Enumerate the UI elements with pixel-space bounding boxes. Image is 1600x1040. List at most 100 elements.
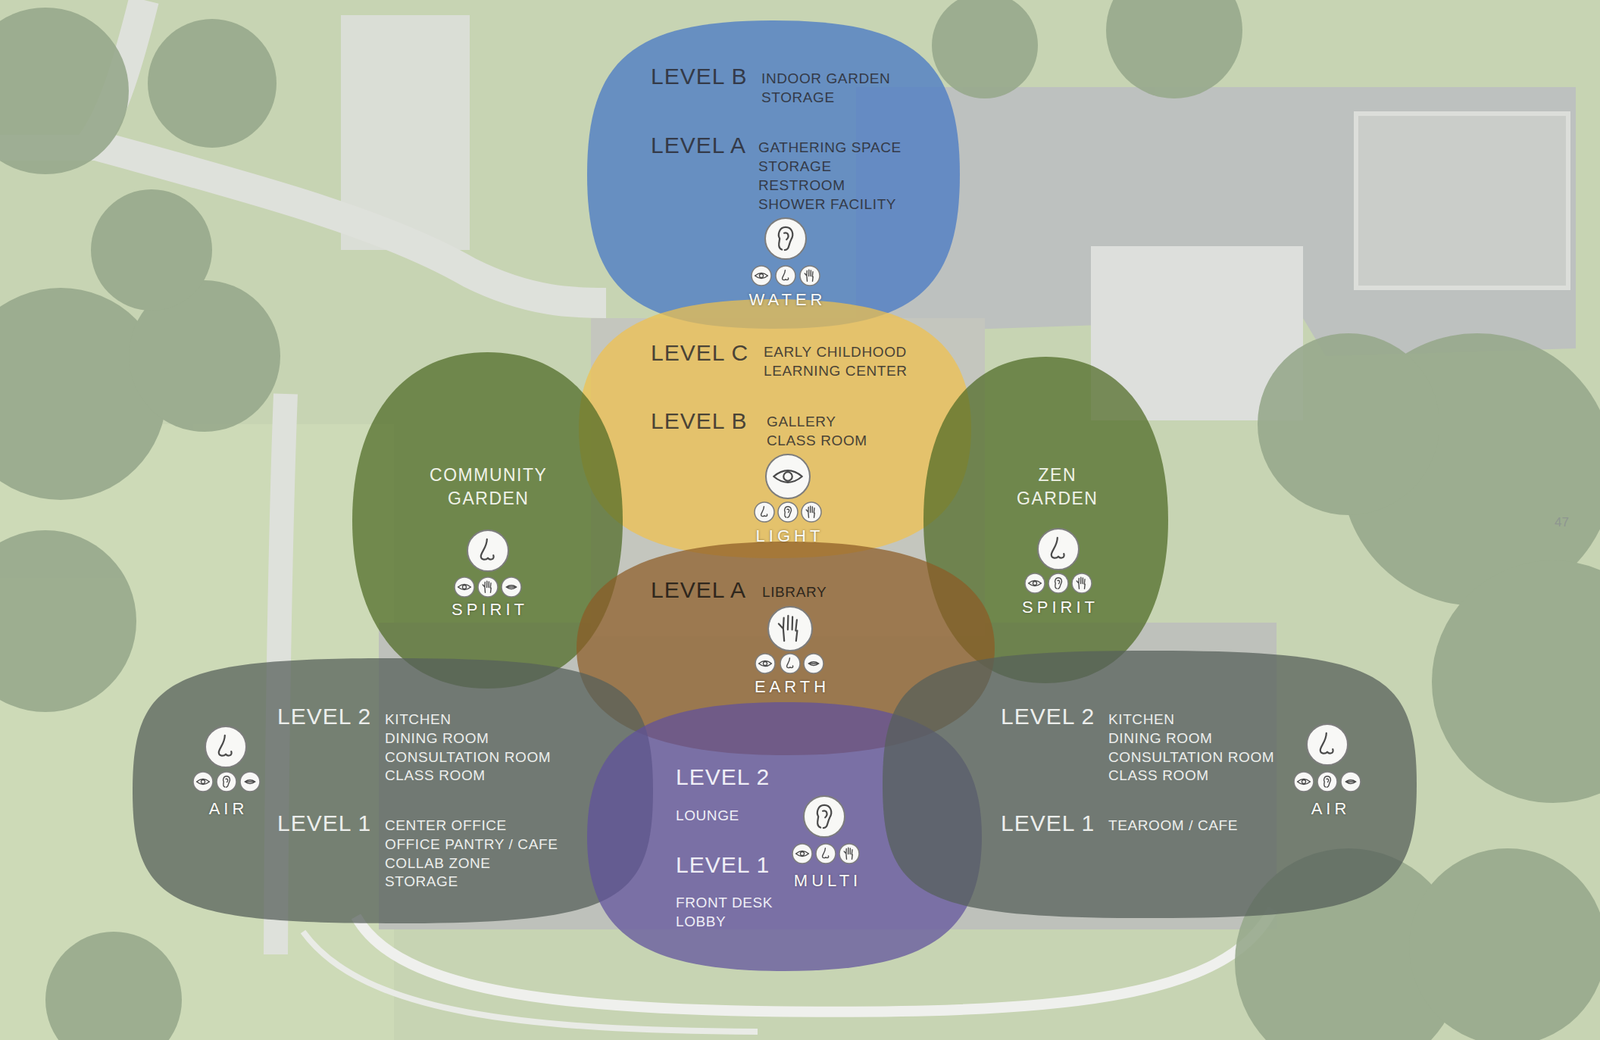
room-name: DINING ROOM — [384, 728, 490, 748]
sense-glyph — [1320, 733, 1334, 754]
level-heading: LEVEL B — [650, 408, 748, 435]
level-heading: LEVEL 2 — [1000, 703, 1095, 730]
sense-glyph — [773, 470, 803, 483]
text-holder: STORAGE — [758, 156, 832, 176]
element-name: EARTH — [740, 677, 840, 697]
element-zone: LEVEL C EARLY CHILDHOOD LEARNING CENTER LE… — [578, 299, 972, 559]
sense-glyph — [223, 776, 231, 788]
sense-glyph — [778, 615, 798, 641]
sense-icon — [765, 218, 807, 260]
sense-glyph — [796, 850, 810, 857]
page-number: 47 — [1554, 515, 1569, 531]
room-name: DINING ROOM — [1108, 728, 1213, 748]
blob-shape — [578, 299, 972, 559]
text-holder: GALLERY — [766, 412, 837, 432]
text-holder: KITCHEN — [384, 709, 452, 729]
text-holder: LEVEL 1 — [675, 852, 770, 879]
text-holder: AIR — [177, 799, 276, 819]
sense-glyph — [782, 270, 789, 281]
text-holder: SHOWER FACILITY — [758, 194, 897, 214]
text-holder: LEVEL C — [650, 340, 749, 366]
room-name: GALLERY — [766, 412, 837, 432]
room-name: SHOWER FACILITY — [758, 194, 897, 214]
sense-glyph — [506, 585, 517, 590]
room-name: CLASS ROOM — [766, 431, 868, 450]
room-name: KITCHEN — [384, 709, 452, 729]
sense-glyph — [787, 658, 794, 669]
sense-icon — [778, 502, 798, 522]
room-name: FRONT DESK — [675, 893, 773, 913]
room-name: CLASS ROOM — [1108, 765, 1210, 785]
sense-icon — [501, 577, 522, 597]
element-zone: LEVEL 2 KITCHENDINING ROOMCONSULTATION RO… — [132, 658, 654, 924]
room-name: RESTROOM — [758, 175, 846, 195]
sense-glyph — [196, 778, 210, 785]
sense-icon — [454, 577, 475, 597]
text-holder: ZEN GARDEN — [1011, 463, 1103, 511]
level-heading: LEVEL B — [650, 63, 748, 90]
text-holder: CONSULTATION ROOM — [1108, 747, 1275, 767]
level-heading: LEVEL 2 — [277, 703, 372, 730]
zone-blob — [882, 650, 1417, 919]
sense-icon — [765, 454, 810, 499]
level-heading: LEVEL 2 — [675, 764, 770, 791]
sense-icon — [803, 796, 845, 838]
blob-shape — [882, 650, 1417, 919]
sense-glyph — [1324, 776, 1332, 788]
sense-glyph — [761, 506, 768, 517]
text-holder: LIGHT — [738, 526, 838, 547]
text-holder: COLLAB ZONE — [384, 853, 491, 873]
text-holder: OFFICE PANTRY / CAFE — [384, 834, 558, 854]
text-holder: STORAGE — [384, 871, 459, 891]
text-holder: LEVEL B — [650, 408, 748, 435]
sense-glyph — [1297, 778, 1311, 785]
element-zone: LEVEL BINDOOR GARDENSTORAGELEVEL AGATHER… — [587, 20, 960, 329]
sense-icon — [775, 265, 796, 286]
sense-icon — [193, 771, 213, 792]
level-heading: LEVEL 1 — [1000, 810, 1095, 837]
element-name: LIGHT — [738, 526, 838, 547]
zone-name: ZEN GARDEN — [1011, 463, 1103, 511]
sense-icon — [755, 653, 775, 674]
text-holder: LEVEL A — [650, 577, 747, 604]
room-name: CLASS ROOM — [384, 765, 486, 785]
sense-glyph — [1055, 578, 1063, 590]
sense-icon — [467, 530, 509, 572]
room-name: STORAGE — [761, 87, 835, 107]
level-heading: LEVEL C — [650, 340, 749, 366]
text-holder: FRONT DESK — [675, 893, 773, 913]
sense-glyph — [808, 662, 819, 666]
level-heading: LEVEL A — [650, 132, 747, 159]
sense-glyph — [1051, 537, 1065, 559]
sense-glyph — [843, 847, 853, 860]
sense-glyph — [778, 227, 793, 250]
sense-icon — [801, 502, 822, 522]
sense-glyph — [482, 581, 491, 593]
sense-glyph — [759, 660, 772, 666]
sense-glyph — [244, 780, 256, 785]
text-holder: KITCHEN — [1108, 709, 1175, 729]
room-name: CENTER OFFICE — [384, 815, 507, 835]
text-holder: SPIRIT — [1009, 597, 1108, 618]
blob-shape — [132, 658, 654, 924]
sense-icon — [478, 577, 498, 597]
sense-glyph — [218, 735, 232, 757]
sense-icon — [1025, 573, 1045, 594]
room-name: LIBRARY — [762, 582, 827, 602]
sense-icon — [240, 771, 260, 792]
text-holder: EARLY CHILDHOOD LEARNING CENTER — [763, 342, 946, 381]
text-holder: DINING ROOM — [384, 728, 490, 748]
sense-glyph — [1076, 577, 1085, 589]
text-holder: INDOOR GARDEN — [761, 68, 891, 88]
sense-glyph — [806, 506, 815, 518]
room-name: CONSULTATION ROOM — [1108, 747, 1275, 767]
text-holder: CONSULTATION ROOM — [384, 747, 551, 767]
sense-glyph — [755, 272, 769, 279]
text-holder: DINING ROOM — [1108, 728, 1213, 748]
sense-icon — [1071, 573, 1092, 594]
sense-icon — [1293, 771, 1314, 792]
sense-glyph — [804, 269, 813, 282]
sense-icon — [1037, 528, 1079, 570]
